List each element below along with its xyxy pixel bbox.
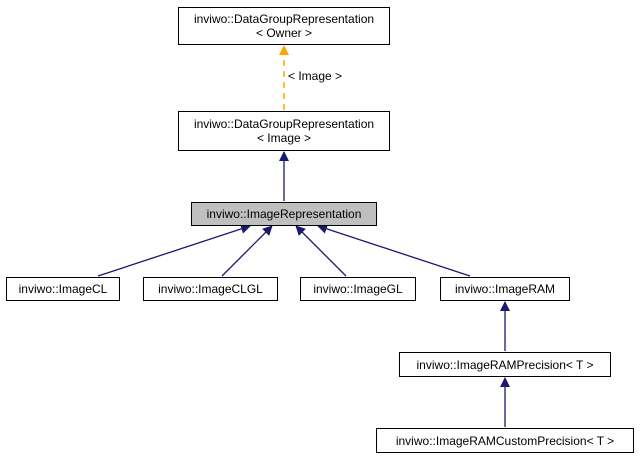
node-image-gl[interactable]: inviwo::ImageGL [300, 277, 416, 301]
node-data-group-image-line1: inviwo::DataGroupRepresentation [193, 117, 375, 131]
node-data-group-owner-line2: < Owner > [255, 26, 313, 40]
node-data-group-representation-image[interactable]: inviwo::DataGroupRepresentation < Image … [178, 111, 390, 151]
inherit-edge-image-ram-to-image-rep [317, 224, 471, 277]
node-image-cl[interactable]: inviwo::ImageCL [6, 277, 120, 301]
node-data-group-image-line2: < Image > [256, 131, 312, 145]
node-image-clgl[interactable]: inviwo::ImageCLGL [143, 277, 278, 301]
inherit-edge-image-cl-to-image-rep [97, 224, 251, 277]
node-data-group-owner-line1: inviwo::DataGroupRepresentation [193, 12, 375, 26]
node-image-ram[interactable]: inviwo::ImageRAM [440, 277, 570, 301]
node-image-cl-label: inviwo::ImageCL [18, 282, 108, 296]
template-argument-label: < Image > [288, 69, 343, 83]
node-data-group-representation-owner[interactable]: inviwo::DataGroupRepresentation < Owner … [178, 7, 390, 45]
node-image-gl-label: inviwo::ImageGL [313, 282, 403, 296]
node-image-representation-label: inviwo::ImageRepresentation [206, 207, 362, 221]
node-image-ram-label: inviwo::ImageRAM [454, 282, 556, 296]
inherit-edge-image-clgl-to-image-rep [221, 225, 273, 277]
node-image-ram-precision-label: inviwo::ImageRAMPrecision< T > [416, 357, 594, 372]
inherit-edge-image-gl-to-image-rep [295, 225, 347, 277]
node-image-ram-custom-precision-label: inviwo::ImageRAMCustomPrecision< T > [395, 433, 615, 448]
node-image-representation[interactable]: inviwo::ImageRepresentation [191, 202, 377, 226]
node-image-ram-custom-precision[interactable]: inviwo::ImageRAMCustomPrecision< T > [376, 428, 634, 453]
node-image-ram-precision[interactable]: inviwo::ImageRAMPrecision< T > [399, 352, 611, 377]
node-image-clgl-label: inviwo::ImageCLGL [158, 282, 263, 296]
